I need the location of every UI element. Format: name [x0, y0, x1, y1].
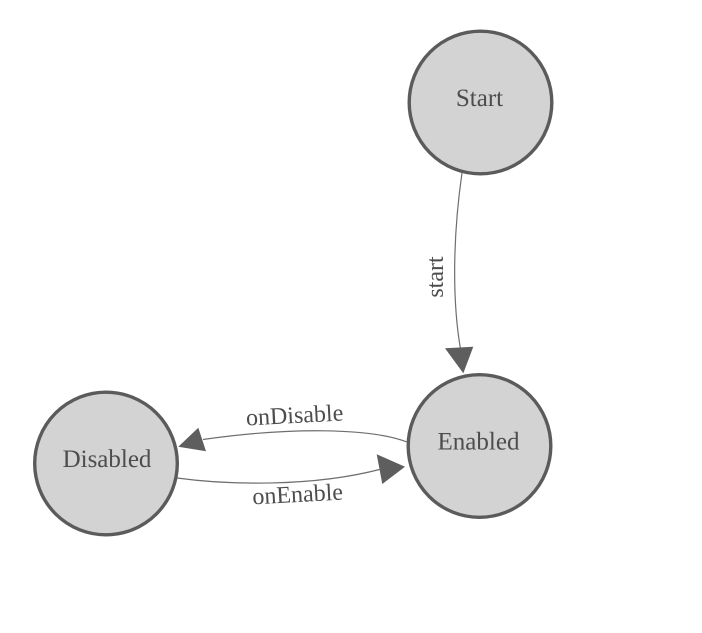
- node-start: Start: [407, 29, 554, 176]
- node-disabled-label: Disabled: [63, 446, 152, 473]
- node-start-shape: [407, 29, 554, 176]
- edge-onenable-transition-line: [176, 468, 380, 484]
- edge-onenable-transition-label: onEnable: [252, 480, 344, 511]
- edge-start-transition-arrowhead-icon: [445, 346, 474, 374]
- edge-ondisable-transition-label: onDisable: [245, 400, 344, 431]
- edge-ondisable-transition: [202, 430, 408, 443]
- edge-onenable-transition-arrowhead-icon: [376, 454, 405, 484]
- node-enabled: Enabled: [406, 373, 553, 520]
- edge-start-transition: [454, 172, 463, 350]
- edge-onenable-transition: [176, 468, 380, 484]
- node-start-label: Start: [456, 85, 503, 112]
- edge-ondisable-transition-arrowhead-icon: [178, 427, 206, 452]
- edge-start-transition-line: [454, 172, 463, 350]
- node-disabled-shape: [32, 390, 180, 537]
- node-disabled: Disabled: [32, 390, 180, 537]
- node-enabled-shape: [406, 373, 553, 520]
- edge-start-transition-label: start: [423, 256, 449, 298]
- node-enabled-label: Enabled: [438, 429, 520, 456]
- edge-ondisable-transition-line: [202, 430, 408, 443]
